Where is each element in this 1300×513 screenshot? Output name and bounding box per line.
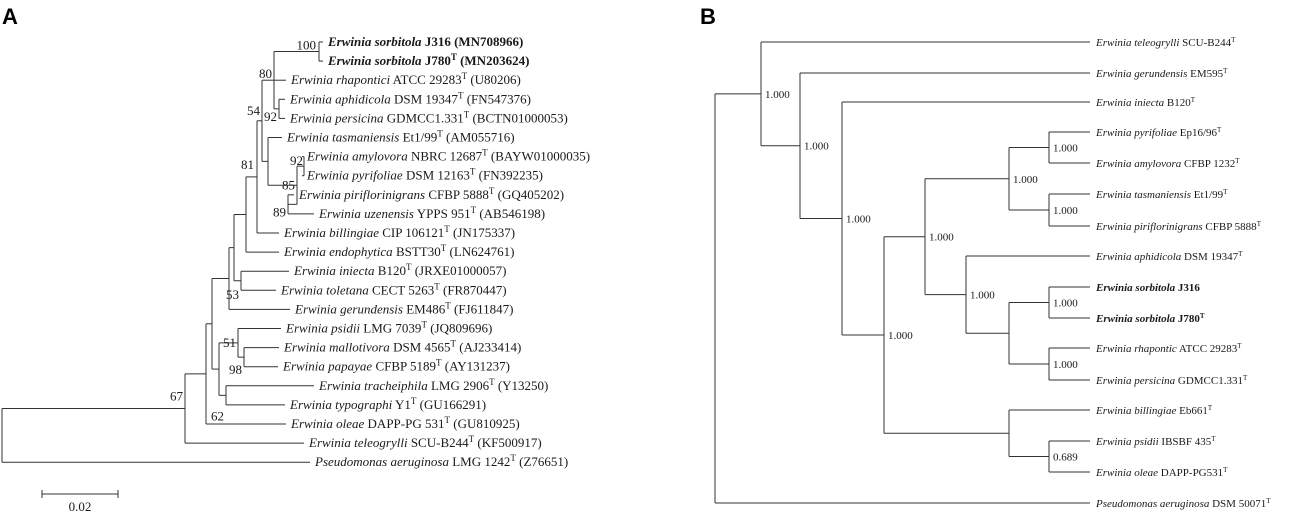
support-value: 81 [241, 157, 254, 172]
support-value: 62 [211, 408, 224, 423]
tip-label: Erwinia aphidicola DSM 19347T [1095, 250, 1243, 263]
tip-label: Erwinia tracheiphila LMG 2906T (Y13250) [318, 377, 548, 393]
tip-label: Erwinia persicina GDMCC1.331T (BCTN01000… [289, 109, 568, 125]
support-value: 1.000 [846, 213, 871, 225]
tip-label: Erwinia teleogrylli SCU-B244T (KF500917) [308, 434, 542, 450]
tip-label: Pseudomonas aeruginosa DSM 50071T [1095, 497, 1271, 510]
support-value: 0.689 [1053, 452, 1078, 464]
support-value: 85 [282, 177, 295, 192]
tip-label: Erwinia gerundensis EM486T (FJ611847) [294, 300, 513, 316]
tip-label: Erwinia pyrifoliae Ep16/96T [1095, 126, 1222, 139]
support-value: 51 [223, 335, 236, 350]
tip-label: Pseudomonas aeruginosa LMG 1242T (Z76651… [314, 453, 568, 469]
support-value: 1.000 [929, 232, 954, 244]
tip-label: Erwinia toletana CECT 5263T (FR870447) [280, 281, 507, 297]
support-value: 1.000 [1053, 359, 1078, 371]
tip-label: Erwinia typographi Y1T (GU166291) [289, 396, 486, 412]
tip-label: Erwinia oleae DAPP-PG531T [1095, 466, 1228, 479]
tip-label: Erwinia oleae DAPP-PG 531T (GU810925) [290, 415, 520, 431]
tip-label: Erwinia psidii IBSBF 435T [1095, 435, 1216, 448]
tip-label: Erwinia pyrifoliae DSM 12163T (FN392235) [306, 167, 543, 183]
support-value: 92 [290, 153, 303, 168]
tip-label: Erwinia amylovora NBRC 12687T (BAYW01000… [306, 148, 590, 164]
tip-label: Erwinia uzenensis YPPS 951T (AB546198) [318, 205, 545, 221]
tip-label: Erwinia tasmaniensis Et1/99T (AM055716) [286, 129, 515, 145]
tip-label: Erwinia iniecta B120T [1095, 96, 1196, 109]
support-value: 1.000 [1013, 174, 1038, 186]
tip-label: Erwinia sorbitola J316 [1095, 282, 1200, 294]
tip-label: Erwinia sorbitola J780T [1095, 312, 1205, 325]
tip-label: Erwinia iniecta B120T (JRXE01000057) [293, 262, 506, 278]
panel-label-b: B [700, 4, 716, 29]
tip-label: Erwinia teleogrylli SCU-B244T [1095, 36, 1236, 49]
tip-label: Erwinia persicina GDMCC1.331T [1095, 374, 1248, 387]
support-value: 53 [226, 287, 239, 302]
tip-label: Erwinia piriflorinigrans CFBP 5888T (GQ4… [298, 186, 564, 202]
support-value: 1.000 [804, 141, 829, 153]
support-value: 1.000 [888, 330, 913, 342]
tip-label: Erwinia billingiae CIP 106121T (JN175337… [283, 224, 515, 240]
support-value: 1.000 [1053, 298, 1078, 310]
support-value: 54 [247, 103, 261, 118]
tip-label: Erwinia papayae CFBP 5189T (AY131237) [282, 358, 510, 374]
support-value: 98 [229, 362, 242, 377]
support-value: 1.000 [970, 290, 995, 302]
support-value: 92 [264, 109, 277, 124]
tip-label: Erwinia piriflorinigrans CFBP 5888T [1095, 220, 1262, 233]
support-value: 1.000 [765, 89, 790, 101]
scale-bar-label: 0.02 [69, 499, 92, 513]
tip-label: Erwinia billingiae Eb661T [1095, 404, 1213, 417]
support-value: 67 [170, 388, 184, 403]
tip-label: Erwinia endophytica BSTT30T (LN624761) [283, 243, 514, 259]
tip-label: Erwinia rhapontic ATCC 29283T [1095, 342, 1242, 355]
panel-label-a: A [2, 4, 18, 29]
tip-label: Erwinia aphidicola DSM 19347T (FN547376) [289, 90, 531, 106]
support-value: 89 [273, 204, 286, 219]
tip-label: Erwinia tasmaniensis Et1/99T [1095, 188, 1228, 201]
tree-panel-b: Erwinia teleogrylli SCU-B244T Erwinia ger… [714, 36, 1271, 510]
support-value: 1.000 [1053, 143, 1078, 155]
tip-label: Erwinia gerundensis EM595T [1095, 67, 1228, 80]
tip-label: Erwinia amylovora CFBP 1232T [1095, 157, 1240, 170]
tip-label: Erwinia psidii LMG 7039T (JQ809696) [285, 320, 492, 336]
tip-label: Erwinia mallotivora DSM 4565T (AJ233414) [283, 339, 521, 355]
support-value: 1.000 [1053, 205, 1078, 217]
tip-label: Erwinia rhapontici ATCC 29283T (U80206) [290, 71, 521, 87]
tip-label: Erwinia sorbitola J316 (MN708966) [327, 34, 523, 49]
support-value: 100 [297, 38, 317, 53]
support-value: 80 [259, 66, 272, 81]
tip-label: Erwinia sorbitola J780T (MN203624) [327, 52, 529, 68]
tree-panel-a: Erwinia sorbitola J316 (MN708966) Erwinia… [1, 34, 590, 513]
